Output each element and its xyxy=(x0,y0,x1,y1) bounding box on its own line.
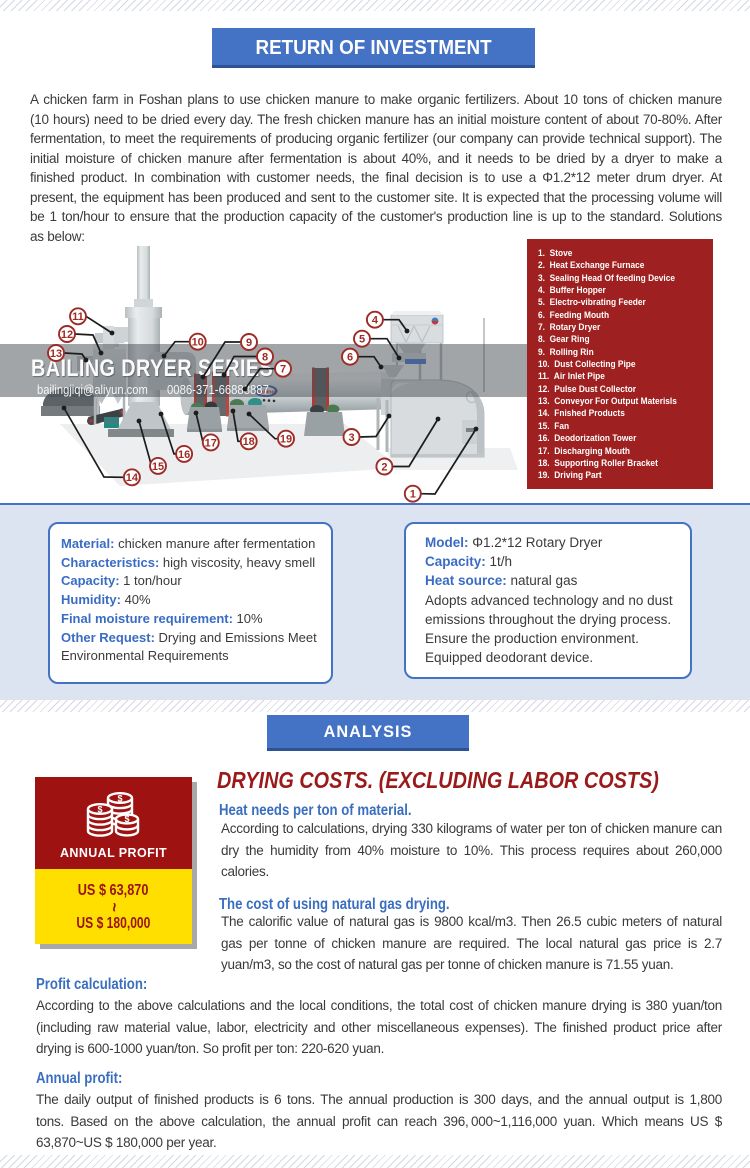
svg-text:1: 1 xyxy=(410,489,416,501)
svg-text:5: 5 xyxy=(359,334,365,346)
svg-text:9: 9 xyxy=(246,337,252,349)
svg-text:16: 16 xyxy=(178,449,190,461)
svg-text:14: 14 xyxy=(126,472,139,484)
svg-text:$: $ xyxy=(117,793,122,803)
svg-text:6: 6 xyxy=(347,352,353,364)
svg-text:10: 10 xyxy=(192,337,204,349)
svg-text:11: 11 xyxy=(72,311,84,323)
svg-text:8: 8 xyxy=(262,351,268,363)
svg-text:12: 12 xyxy=(61,329,73,341)
svg-text:18: 18 xyxy=(243,436,255,448)
svg-text:$: $ xyxy=(97,804,102,814)
svg-text:19: 19 xyxy=(280,434,292,446)
svg-text:13: 13 xyxy=(50,348,62,360)
svg-text:4: 4 xyxy=(372,315,379,327)
svg-text:3: 3 xyxy=(348,432,354,444)
svg-text:2: 2 xyxy=(381,461,387,473)
svg-text:15: 15 xyxy=(152,461,164,473)
svg-text:$: $ xyxy=(124,814,129,824)
svg-text:7: 7 xyxy=(280,364,286,376)
svg-text:17: 17 xyxy=(205,437,217,449)
